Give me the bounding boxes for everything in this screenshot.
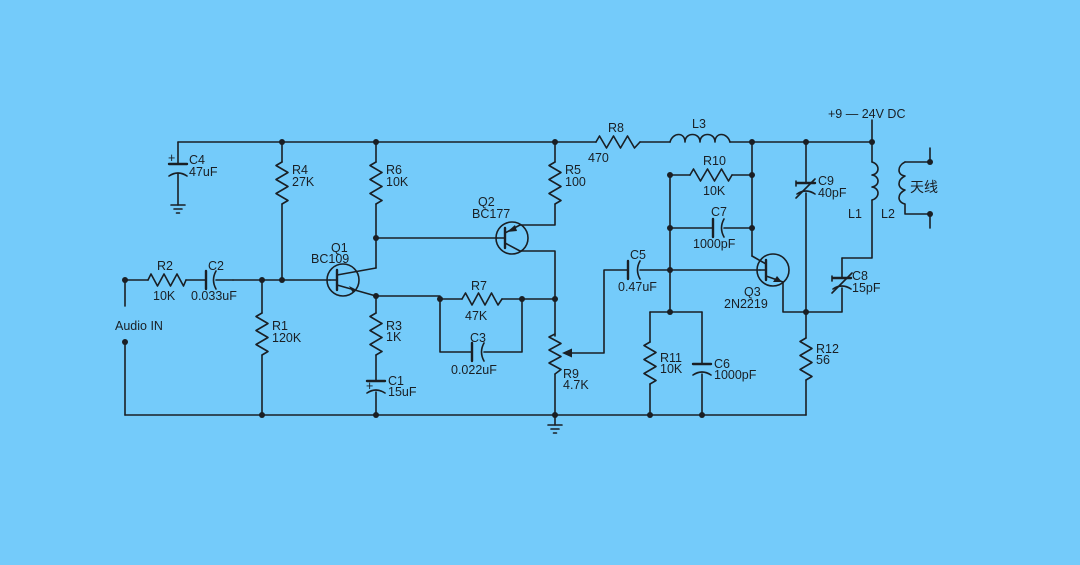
r10-name: R10 xyxy=(703,154,726,168)
resistor-symbols xyxy=(147,135,813,385)
ground-symbol-c4 xyxy=(170,204,186,214)
transistor-q1 xyxy=(326,263,377,297)
l3-name: L3 xyxy=(692,117,706,131)
r4-name: R4 xyxy=(292,163,308,177)
r3-value: 1K xyxy=(386,330,402,344)
c1-name: C1 xyxy=(388,374,404,388)
r10-value: 10K xyxy=(703,184,726,198)
l1-coil xyxy=(871,161,879,201)
r11-name: R11 xyxy=(660,351,682,365)
r8-zigzag xyxy=(595,135,641,149)
audio-in-label: Audio IN xyxy=(115,319,163,333)
r12-zigzag xyxy=(799,337,813,381)
r7-value: 47K xyxy=(465,309,488,323)
c3-name: C3 xyxy=(470,331,486,345)
l2-coil-body xyxy=(898,161,931,215)
r5-value: 100 xyxy=(565,175,586,189)
r8-name: R8 xyxy=(608,121,624,135)
r7-zigzag xyxy=(461,292,503,306)
c1-value: 15uF xyxy=(388,385,417,399)
q2-name: Q2 xyxy=(478,195,495,209)
c4-value: 47uF xyxy=(189,165,218,179)
c6-name: C6 xyxy=(714,357,730,371)
r2-value: 10K xyxy=(153,289,176,303)
r5-zigzag xyxy=(548,161,562,205)
labels: +9 — 24V DC + C4 47uF R4 27K R6 10K R5 1… xyxy=(115,107,938,399)
q3-name: Q3 xyxy=(744,285,761,299)
transistor-q3 xyxy=(751,253,790,287)
r6-name: R6 xyxy=(386,163,402,177)
c1-polarity: + xyxy=(366,379,373,393)
q3-value: 2N2219 xyxy=(724,297,768,311)
r9-value: 4.7K xyxy=(563,378,589,392)
l1-name: L1 xyxy=(848,207,862,221)
r11-zigzag xyxy=(643,341,657,385)
c7-value: 1000pF xyxy=(693,237,736,251)
c9-value: 40pF xyxy=(818,186,847,200)
r8-value: 470 xyxy=(588,151,609,165)
c3-value: 0.022uF xyxy=(451,363,497,377)
c8-name: C8 xyxy=(852,269,868,283)
r6-value: 10K xyxy=(386,175,409,189)
r2-name: R2 xyxy=(157,259,173,273)
wires xyxy=(124,119,931,426)
r7-name: R7 xyxy=(471,279,487,293)
c2-name: C2 xyxy=(208,259,224,273)
inductor-symbols xyxy=(669,133,931,215)
c6-value: 1000pF xyxy=(714,368,757,382)
r1-name: R1 xyxy=(272,319,288,333)
c4-name: C4 xyxy=(189,153,205,167)
c5-name: C5 xyxy=(630,248,646,262)
r4-value: 27K xyxy=(292,175,315,189)
capacitor-symbols xyxy=(167,162,853,394)
q1-value: BC109 xyxy=(311,252,349,266)
r1-value: 120K xyxy=(272,331,302,345)
transistor-q2 xyxy=(495,221,529,255)
r12-name: R12 xyxy=(816,342,839,356)
l3-coil xyxy=(669,133,731,143)
c5-value: 0.47uF xyxy=(618,280,657,294)
q1-name: Q1 xyxy=(331,241,348,255)
antenna-label: 天线 xyxy=(910,180,938,196)
r2-zigzag xyxy=(147,273,187,287)
r4-zigzag xyxy=(275,161,289,205)
r9-zigzag xyxy=(548,333,562,375)
c2-value: 0.033uF xyxy=(191,289,237,303)
c8-value: 15pF xyxy=(852,281,881,295)
r10-zigzag xyxy=(689,168,733,182)
r11-value: 10K xyxy=(660,362,683,376)
c9-name: C9 xyxy=(818,174,834,188)
supply-label: +9 — 24V DC xyxy=(828,107,905,121)
r6-zigzag xyxy=(369,161,383,205)
r3-zigzag xyxy=(369,312,383,356)
r1-zigzag xyxy=(255,312,269,356)
r3-name: R3 xyxy=(386,319,402,333)
c7-name: C7 xyxy=(711,205,727,219)
q2-value: BC177 xyxy=(472,207,510,221)
l2-name: L2 xyxy=(881,207,895,221)
r5-name: R5 xyxy=(565,163,581,177)
r12-value: 56 xyxy=(816,353,830,367)
r9-name: R9 xyxy=(563,367,579,381)
ground-symbol-main xyxy=(547,424,563,434)
c4-polarity: + xyxy=(168,151,175,165)
